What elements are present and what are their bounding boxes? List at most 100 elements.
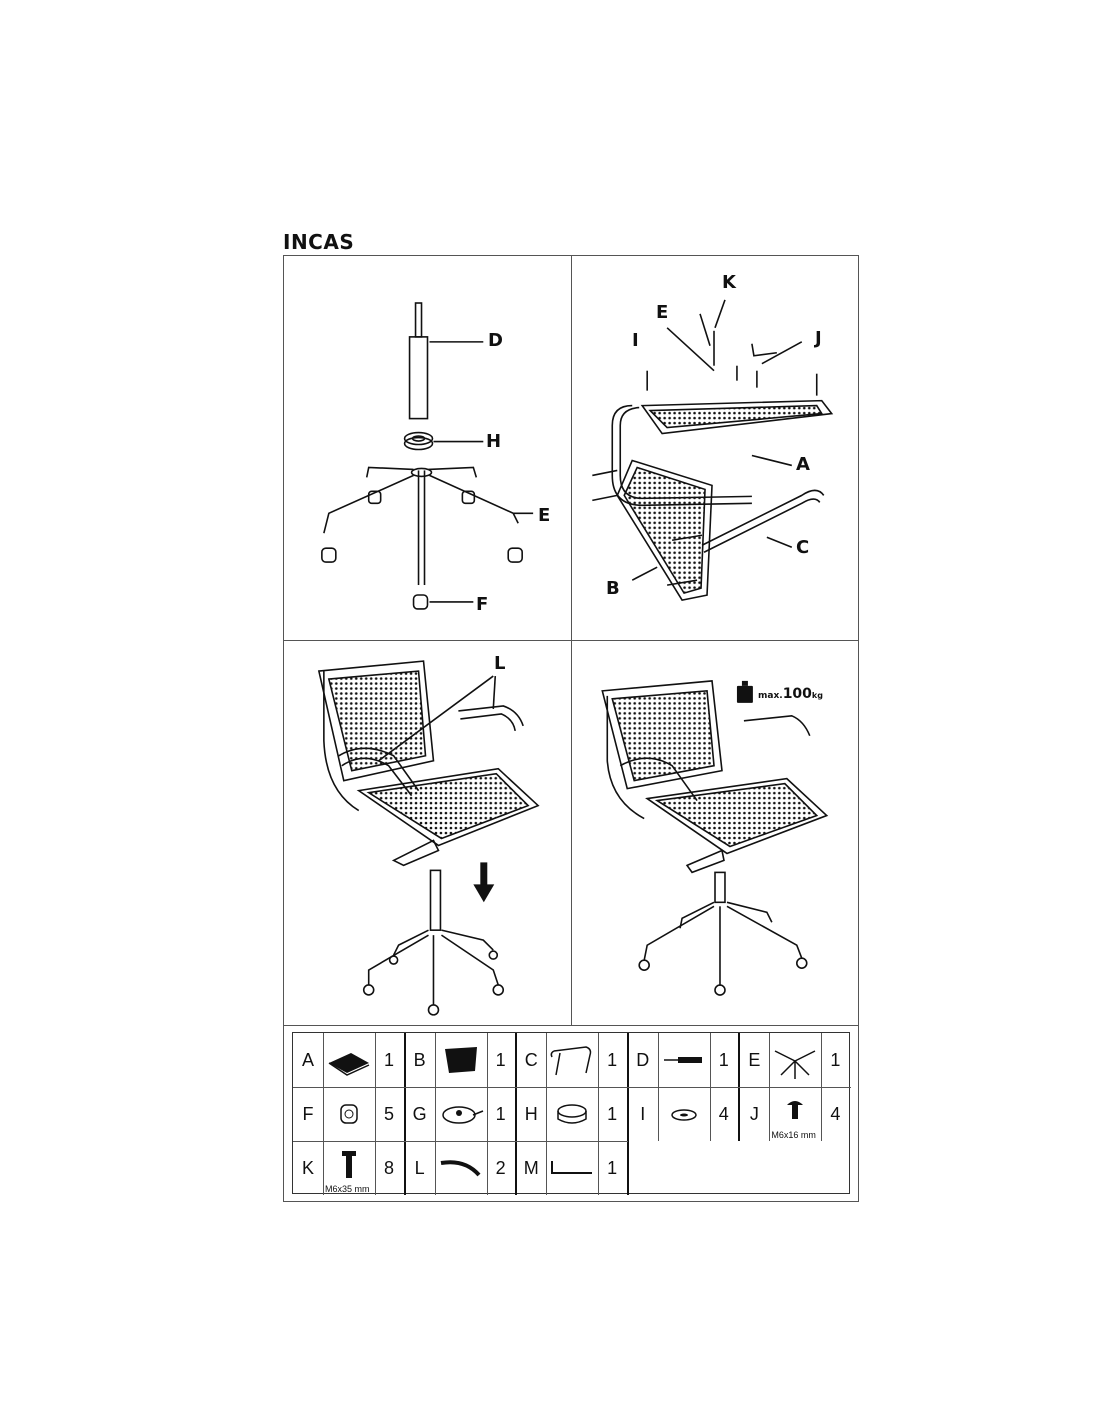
part-letter: I bbox=[628, 1087, 659, 1141]
part-letter: M bbox=[516, 1141, 548, 1195]
part-letter: J bbox=[739, 1087, 771, 1141]
part-quantity: 1 bbox=[718, 1050, 729, 1070]
part-image bbox=[435, 1087, 488, 1141]
frame-icon bbox=[550, 1046, 592, 1076]
part-image: M6x16 mm bbox=[769, 1087, 823, 1141]
label-i: I bbox=[632, 330, 639, 351]
allen-key-icon bbox=[551, 1161, 593, 1174]
weight-prefix: max. bbox=[758, 691, 783, 701]
short-bolt-icon bbox=[787, 1101, 804, 1119]
part-quantity: 8 bbox=[383, 1158, 394, 1178]
weight-limit: max.100kg bbox=[758, 683, 823, 702]
part-image bbox=[546, 1033, 600, 1087]
part-quantity: 1 bbox=[383, 1050, 394, 1070]
frame-assembly-illustration bbox=[592, 299, 834, 601]
mechanism-icon bbox=[441, 1106, 483, 1124]
label-e2: E bbox=[656, 302, 669, 323]
part-image bbox=[546, 1087, 600, 1141]
gas-lift-cover-icon bbox=[557, 1104, 587, 1124]
gas-lift-icon bbox=[663, 1057, 702, 1063]
part-image bbox=[435, 1033, 488, 1087]
chair-mounting-illustration bbox=[317, 660, 540, 1016]
instruction-frame: D H E F bbox=[283, 255, 859, 1202]
label-j: J bbox=[815, 328, 822, 349]
weight-unit: kg bbox=[811, 691, 823, 700]
part-size: M6x16 mm bbox=[771, 1130, 816, 1140]
label-e: E bbox=[538, 505, 551, 526]
step-4-panel: max.100kg bbox=[572, 641, 859, 1026]
part-quantity: 2 bbox=[495, 1158, 506, 1178]
part-image bbox=[546, 1141, 600, 1195]
washer-icon bbox=[671, 1109, 697, 1121]
backrest-icon bbox=[444, 1047, 477, 1073]
star-base-icon bbox=[775, 1050, 816, 1079]
part-quantity: 1 bbox=[830, 1050, 841, 1070]
label-f: F bbox=[476, 594, 489, 615]
row-divider bbox=[293, 1087, 851, 1088]
step-2-panel: K E I J A C B bbox=[572, 256, 859, 641]
part-quantity: 1 bbox=[495, 1104, 506, 1124]
long-bolt-icon bbox=[342, 1151, 356, 1178]
part-image: M6x35 mm bbox=[323, 1141, 376, 1195]
page-title: INCAS bbox=[283, 230, 355, 254]
part-image bbox=[658, 1033, 711, 1087]
part-image bbox=[658, 1087, 711, 1141]
part-quantity: 4 bbox=[830, 1104, 841, 1124]
label-h: H bbox=[486, 431, 502, 452]
part-letter: C bbox=[516, 1033, 548, 1087]
part-letter: B bbox=[405, 1033, 436, 1087]
part-quantity: 1 bbox=[607, 1104, 618, 1124]
column-divider bbox=[515, 1033, 518, 1195]
part-quantity: 1 bbox=[607, 1050, 618, 1070]
label-l: L bbox=[494, 653, 506, 674]
caster-icon bbox=[340, 1104, 358, 1124]
armrest-icon bbox=[440, 1160, 481, 1177]
part-size: M6x35 mm bbox=[325, 1184, 370, 1194]
part-letter: K bbox=[293, 1141, 324, 1195]
part-image bbox=[769, 1033, 823, 1087]
weight-value: 100 bbox=[782, 686, 812, 702]
label-c: C bbox=[796, 537, 810, 558]
part-quantity: 1 bbox=[607, 1158, 618, 1178]
part-letter: F bbox=[293, 1087, 324, 1141]
label-b: B bbox=[606, 578, 620, 599]
step-1-panel: D H E F bbox=[284, 256, 572, 641]
step-3-panel: L bbox=[284, 641, 572, 1026]
part-letter: H bbox=[516, 1087, 548, 1141]
column-divider bbox=[626, 1033, 629, 1195]
part-letter: G bbox=[405, 1087, 436, 1141]
part-image bbox=[323, 1087, 376, 1141]
label-d: D bbox=[488, 330, 503, 351]
part-letter: D bbox=[628, 1033, 659, 1087]
part-letter: L bbox=[405, 1141, 436, 1195]
part-quantity: 4 bbox=[718, 1104, 729, 1124]
label-k: K bbox=[722, 272, 736, 293]
part-letter: E bbox=[739, 1033, 771, 1087]
part-letter: A bbox=[293, 1033, 324, 1087]
row-divider bbox=[293, 1141, 628, 1142]
label-a: A bbox=[796, 454, 810, 475]
column-divider bbox=[403, 1033, 406, 1195]
part-image bbox=[435, 1141, 488, 1195]
part-quantity: 1 bbox=[495, 1050, 506, 1070]
part-image bbox=[323, 1033, 376, 1087]
seat-cushion-icon bbox=[328, 1053, 370, 1076]
finished-chair-illustration bbox=[601, 680, 829, 996]
part-quantity: 5 bbox=[383, 1104, 394, 1124]
weight-icon bbox=[736, 680, 753, 703]
base-assembly-illustration bbox=[321, 302, 534, 610]
